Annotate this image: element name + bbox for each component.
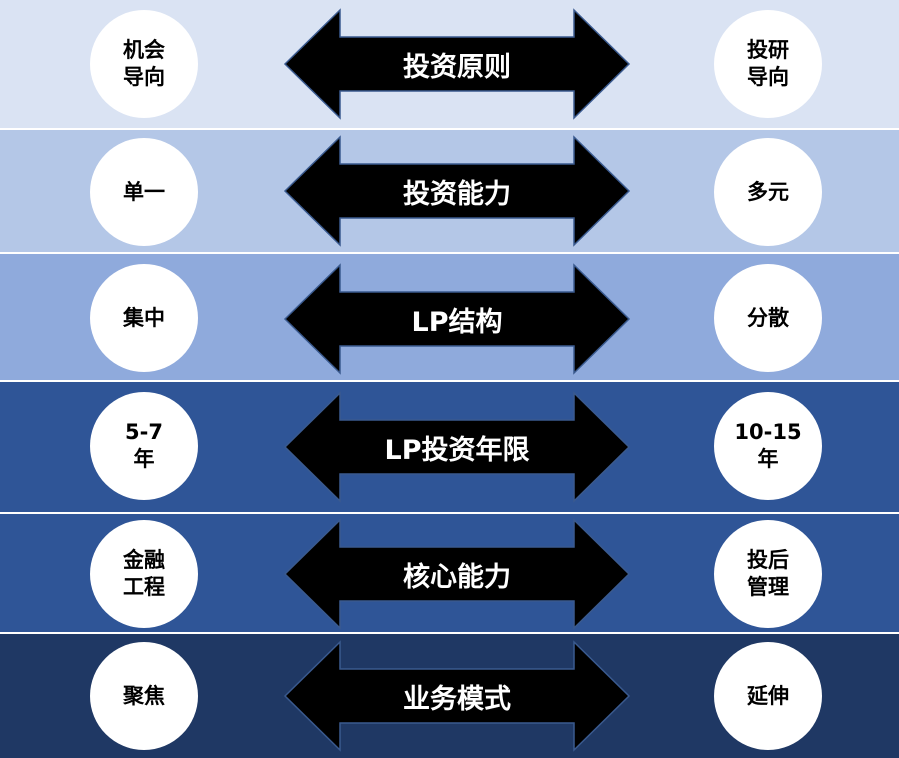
- double-arrow-investment-capability: 投资能力: [283, 135, 631, 247]
- right-text-line: 分散: [747, 305, 789, 330]
- right-text-line: 多元: [747, 179, 789, 204]
- arrow-label: 投资原则: [403, 51, 511, 83]
- left-circle-core-capability: 金融工程: [90, 520, 198, 628]
- right-circle-investment-principle: 投研导向: [714, 10, 822, 118]
- arrow-label: LP投资年限: [384, 434, 530, 466]
- right-text-line: 导向: [747, 65, 789, 89]
- right-text-line: 延伸: [747, 683, 789, 708]
- right-circle-core-capability: 投后管理: [714, 520, 822, 628]
- left-text-line: 工程: [123, 575, 165, 599]
- left-text-line: 机会: [123, 38, 165, 62]
- double-arrow-icon: [283, 8, 631, 120]
- right-text-line: 年: [757, 447, 779, 471]
- right-circle-lp-structure: 分散: [714, 264, 822, 372]
- right-circle-investment-capability: 多元: [714, 138, 822, 246]
- left-text-line: 5-7: [125, 420, 163, 444]
- double-arrow-icon: [283, 518, 631, 630]
- left-circle-lp-structure: 集中: [90, 264, 198, 372]
- double-arrow-icon: [283, 263, 631, 375]
- arrow-label: 投资能力: [403, 178, 511, 210]
- left-text-line: 年: [133, 447, 155, 471]
- right-text-line: 管理: [747, 575, 789, 599]
- left-text-line: 集中: [123, 305, 165, 330]
- left-circle-investment-capability: 单一: [90, 138, 198, 246]
- right-text-line: 投研: [747, 38, 789, 62]
- left-circle-business-model: 聚焦: [90, 642, 198, 750]
- double-arrow-icon: [283, 391, 631, 503]
- left-text-line: 单一: [123, 179, 165, 204]
- double-arrow-core-capability: 核心能力: [283, 518, 631, 630]
- arrow-label: 业务模式: [403, 683, 511, 715]
- left-text-line: 导向: [123, 65, 165, 89]
- right-circle-lp-investment-horizon: 10-15 年: [714, 392, 822, 500]
- left-text-line: 金融: [123, 548, 165, 572]
- double-arrow-lp-structure: LP结构: [283, 263, 631, 375]
- double-arrow-investment-principle: 投资原则: [283, 8, 631, 120]
- right-text-line: 投后: [747, 548, 789, 572]
- double-arrow-icon: [283, 135, 631, 247]
- double-arrow-icon: [283, 640, 631, 752]
- right-text-line: 10-15: [734, 420, 802, 444]
- left-circle-investment-principle: 机会导向: [90, 10, 198, 118]
- double-arrow-lp-investment-horizon: LP投资年限: [283, 391, 631, 503]
- left-text-line: 聚焦: [123, 683, 165, 708]
- double-arrow-business-model: 业务模式: [283, 640, 631, 752]
- left-circle-lp-investment-horizon: 5-7 年: [90, 392, 198, 500]
- arrow-label: 核心能力: [403, 561, 511, 593]
- arrow-label: LP结构: [411, 306, 503, 338]
- right-circle-business-model: 延伸: [714, 642, 822, 750]
